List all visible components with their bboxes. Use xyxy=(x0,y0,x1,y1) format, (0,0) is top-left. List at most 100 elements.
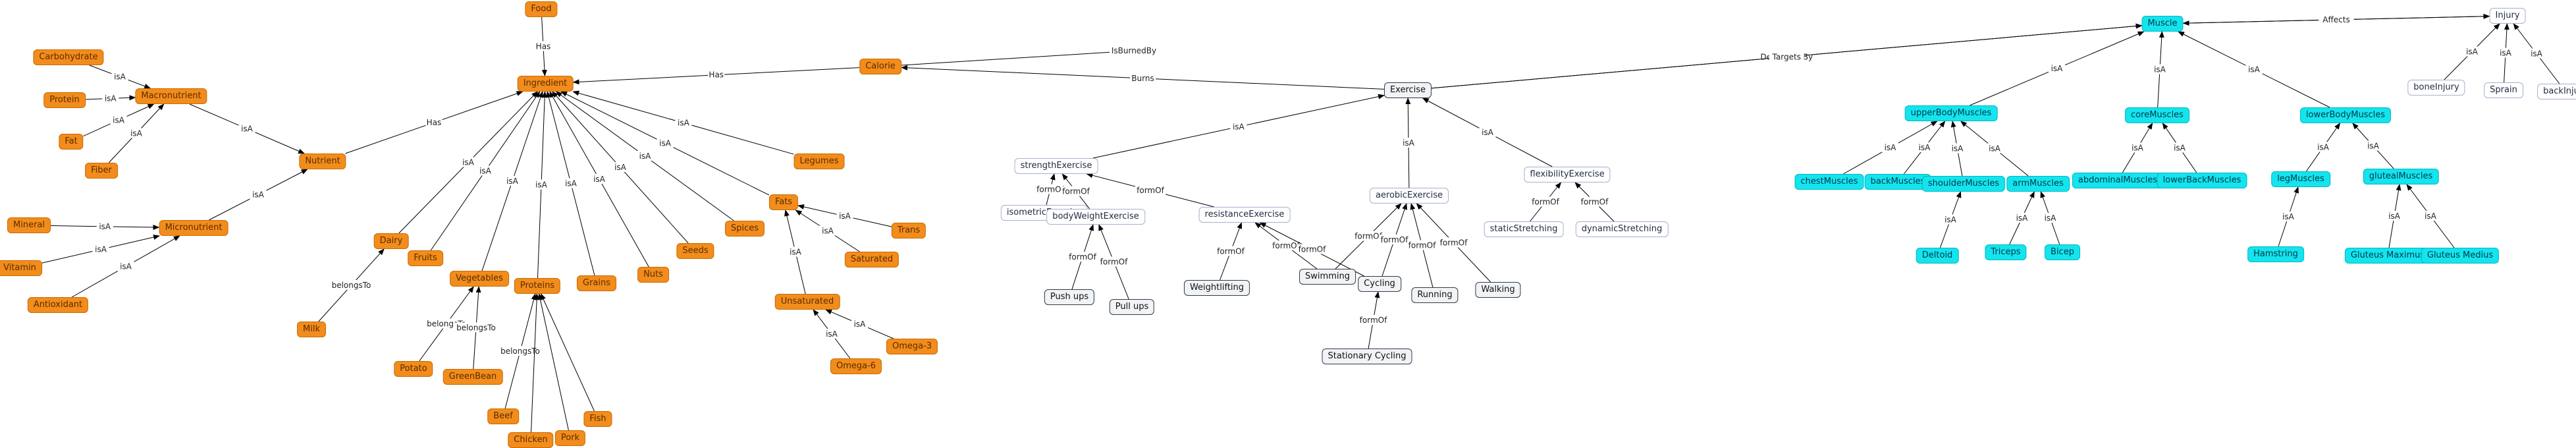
node-lowerback: lowerBackMuscles xyxy=(2157,173,2247,188)
edge-isometric-strength: formOf xyxy=(1035,173,1065,206)
node-saturated: Saturated xyxy=(844,252,899,267)
edge-label-bg xyxy=(2315,142,2332,152)
edge-gmax-gluteal: isA xyxy=(2386,184,2403,248)
edge-label-bg xyxy=(2497,47,2514,58)
node-cycling: Cycling xyxy=(1358,276,1401,292)
edge-calorie-ingredient: Has xyxy=(572,67,860,85)
edge-label: isA xyxy=(2466,47,2479,57)
edge-label: belongsTo xyxy=(332,281,371,290)
edge-label: isA xyxy=(105,94,117,103)
edge-label: isA xyxy=(826,329,838,339)
node-bodyweight: bodyWeightExercise xyxy=(1046,209,1145,225)
node-omega6: Omega-6 xyxy=(830,358,882,374)
node-ingredient: Ingredient xyxy=(517,76,574,92)
edge-label-bg xyxy=(562,178,579,188)
edge-carbohydrate-macronutrient: isA xyxy=(89,65,151,89)
edge-label: formOf xyxy=(1381,235,1409,244)
edge-label: isA xyxy=(565,179,577,188)
edge-label-bg xyxy=(96,221,113,231)
edge-label-bg xyxy=(1271,240,1301,250)
node-chicken: Chicken xyxy=(508,432,554,448)
edge-label-bg xyxy=(1407,240,1437,250)
edge-label: isA xyxy=(2016,213,2029,223)
node-resistance: resistanceExercise xyxy=(1198,207,1291,223)
edge-label-bg xyxy=(460,157,477,167)
node-hamstring: Hamstring xyxy=(2247,246,2304,262)
edge-seeds-ingredient: isA xyxy=(552,91,689,244)
edge-label: formOf xyxy=(1069,252,1096,262)
edge-walking-aerobic: formOf xyxy=(1416,203,1491,283)
node-pullups: Pull ups xyxy=(1109,299,1155,315)
edge-label: isA xyxy=(535,181,548,190)
edge-label: isA xyxy=(95,245,107,254)
edge-pullups-bodyweight: formOf xyxy=(1098,224,1129,300)
edge-label-bg xyxy=(1358,315,1389,325)
edge-flexibility-exercise: isA xyxy=(1422,98,1553,167)
edge-label-bg xyxy=(1135,185,1166,195)
node-grains: Grains xyxy=(576,275,617,291)
edge-fruits-ingredient: isA xyxy=(430,91,541,251)
edge-backm-upper: isA xyxy=(1903,121,1946,175)
edge-label: isA xyxy=(2154,65,2166,74)
edge-label: isA xyxy=(1952,144,1964,154)
edge-label-bg xyxy=(708,69,725,80)
edge-label-bg xyxy=(2319,14,2354,24)
edge-bone-injury: isA xyxy=(2444,23,2500,80)
edge-bodyweight-strength: formOf xyxy=(1061,173,1091,210)
edge-shoulder-upper: isA xyxy=(1949,121,1966,177)
edge-pushups-bodyweight: formOf xyxy=(1067,224,1098,290)
edge-running-aerobic: formOf xyxy=(1407,203,1437,288)
node-exercise: Exercise xyxy=(1383,82,1432,98)
node-strength: strengthExercise xyxy=(1014,158,1098,174)
edge-fiber-macronutrient: isA xyxy=(108,103,165,163)
edge-label: isA xyxy=(2367,142,2380,151)
edge-vegetables-ingredient: isA xyxy=(481,91,543,271)
node-gmax: Gluteus Maximus xyxy=(2344,248,2431,264)
edge-pork-proteins xyxy=(537,293,569,431)
edge-label-bg xyxy=(1230,121,1247,132)
edge-exercise-calorie: Burns xyxy=(901,65,1385,90)
edge-label: isA xyxy=(114,72,126,82)
edge-label: formOf xyxy=(1360,316,1387,325)
edge-label-bg xyxy=(425,117,443,127)
edge-label: formOf xyxy=(1581,198,1609,207)
edge-label-bg xyxy=(1130,72,1156,83)
node-running: Running xyxy=(1411,287,1459,303)
node-vegetables: Vegetables xyxy=(450,271,509,287)
edge-label: Has xyxy=(536,42,551,51)
node-upper: upperBodyMuscles xyxy=(1904,105,1998,121)
node-legumes: Legumes xyxy=(793,154,845,169)
edge-line xyxy=(541,293,595,412)
edge-core-muscle: isA xyxy=(2151,31,2168,108)
node-triceps: Triceps xyxy=(1985,244,2027,260)
edge-deltoid-shoulder: isA xyxy=(1939,191,1962,248)
node-carbohydrate: Carbohydrate xyxy=(33,49,104,65)
edge-label-bg xyxy=(1379,235,1410,244)
node-flexibility: flexibilityExercise xyxy=(1524,167,1611,182)
edge-exercise-muscle: Targets xyxy=(1431,23,2143,89)
node-trans: Trans xyxy=(891,223,926,238)
edge-swimming-resistance: formOf xyxy=(1254,222,1318,269)
edge-milk-dairy: belongsTo xyxy=(318,248,385,322)
edge-label-bg xyxy=(851,319,868,329)
node-nutrient: Nutrient xyxy=(299,154,346,169)
edge-line xyxy=(531,293,540,433)
edge-label-bg xyxy=(1579,196,1610,207)
edge-hamstring-leg: isA xyxy=(2278,186,2299,247)
edge-line xyxy=(901,50,1135,66)
edge-label-bg xyxy=(1942,214,1959,225)
edge-injury-muscle: Affects xyxy=(2182,14,2490,26)
node-fiber: Fiber xyxy=(85,163,118,179)
node-beef: Beef xyxy=(487,408,519,424)
edge-label: isA xyxy=(614,163,627,172)
edge-fish-proteins xyxy=(541,293,595,412)
edge-label-bg xyxy=(2049,63,2065,73)
edge-label: isA xyxy=(678,119,690,128)
node-fat: Fat xyxy=(59,134,84,150)
edge-label: formOf xyxy=(1299,245,1326,254)
edge-label-bg xyxy=(1530,196,1561,207)
edge-label-bg xyxy=(1098,256,1129,267)
edge-label: Has xyxy=(709,70,724,80)
edge-label: Affects xyxy=(2322,15,2349,24)
edge-label-bg xyxy=(2151,64,2168,74)
